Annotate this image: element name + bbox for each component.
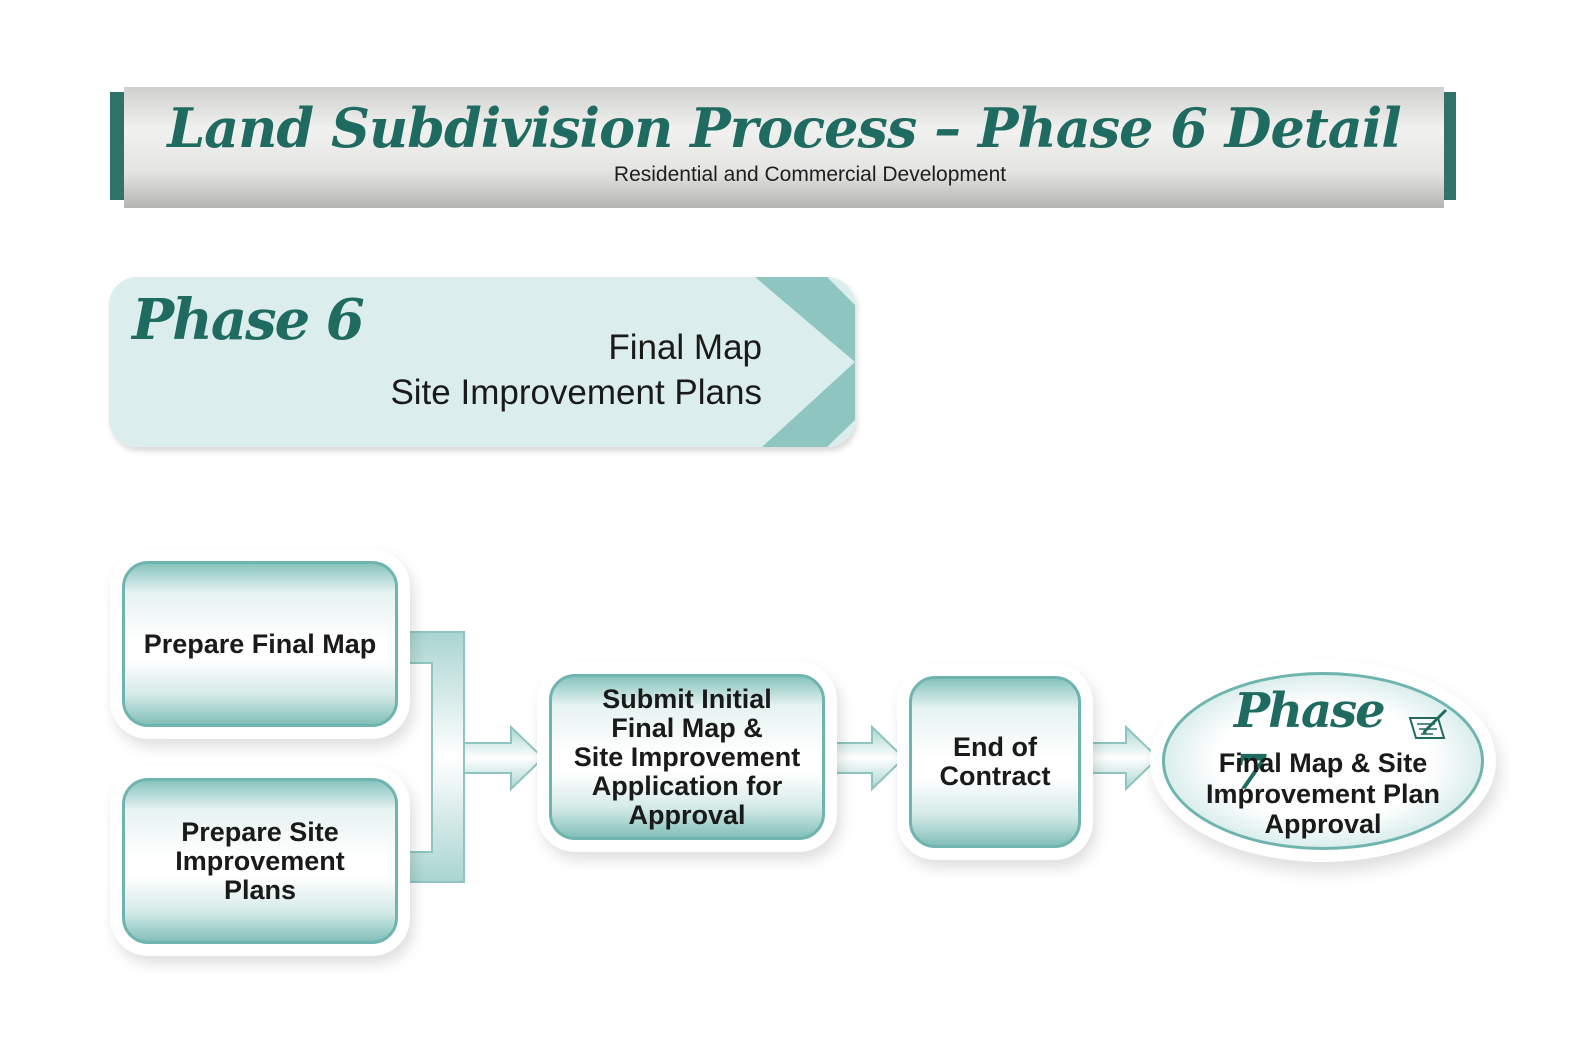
step-prepare-site-plans: Prepare Site Improvement Plans: [122, 778, 398, 944]
next-phase-label: Phase 7: [1234, 683, 1386, 801]
step-label: Site Improvement: [573, 741, 801, 772]
arrow-to-phase-7: [1080, 724, 1160, 792]
step-label: Contract: [939, 761, 1051, 791]
phase-header-card: [109, 277, 855, 447]
step-prepare-final-map: Prepare Final Map: [122, 561, 398, 727]
phase-label: Phase 6: [132, 287, 365, 353]
next-phase-line: Final Map & Site: [1218, 748, 1428, 778]
signing-document-icon: [1408, 708, 1448, 739]
step-label: Plans: [223, 874, 297, 905]
step-label: Submit Initial: [602, 683, 772, 714]
phase-line-final-map: Final Map: [608, 328, 762, 367]
next-phase-oval: [1162, 672, 1484, 850]
step-end-of-contract: End of Contract: [909, 676, 1081, 848]
step-label: Prepare Site: [181, 816, 339, 847]
step-label: Application for: [591, 770, 783, 801]
step-label: Improvement: [175, 845, 345, 876]
arrow-to-submit: [463, 724, 545, 792]
next-phase-line: Approval: [1264, 809, 1382, 839]
page-title: Land Subdivision Process – Phase 6 Detai…: [167, 96, 1402, 160]
step-submit-application: Submit Initial Final Map & Site Improvem…: [549, 674, 825, 840]
merge-bracket: [397, 631, 465, 883]
step-label: Approval: [628, 799, 746, 830]
next-phase-line: Improvement Plan: [1205, 779, 1441, 809]
phase-line-site-plans: Site Improvement Plans: [390, 373, 762, 412]
step-label: Prepare Final Map: [143, 628, 377, 659]
page-subtitle: Residential and Commercial Development: [613, 163, 1007, 186]
title-banner: [110, 87, 1456, 208]
banner-bar: [124, 87, 1444, 208]
arrow-to-end-of-contract: [824, 724, 906, 792]
step-label: End of: [953, 732, 1037, 762]
step-label: Final Map &: [611, 712, 763, 743]
